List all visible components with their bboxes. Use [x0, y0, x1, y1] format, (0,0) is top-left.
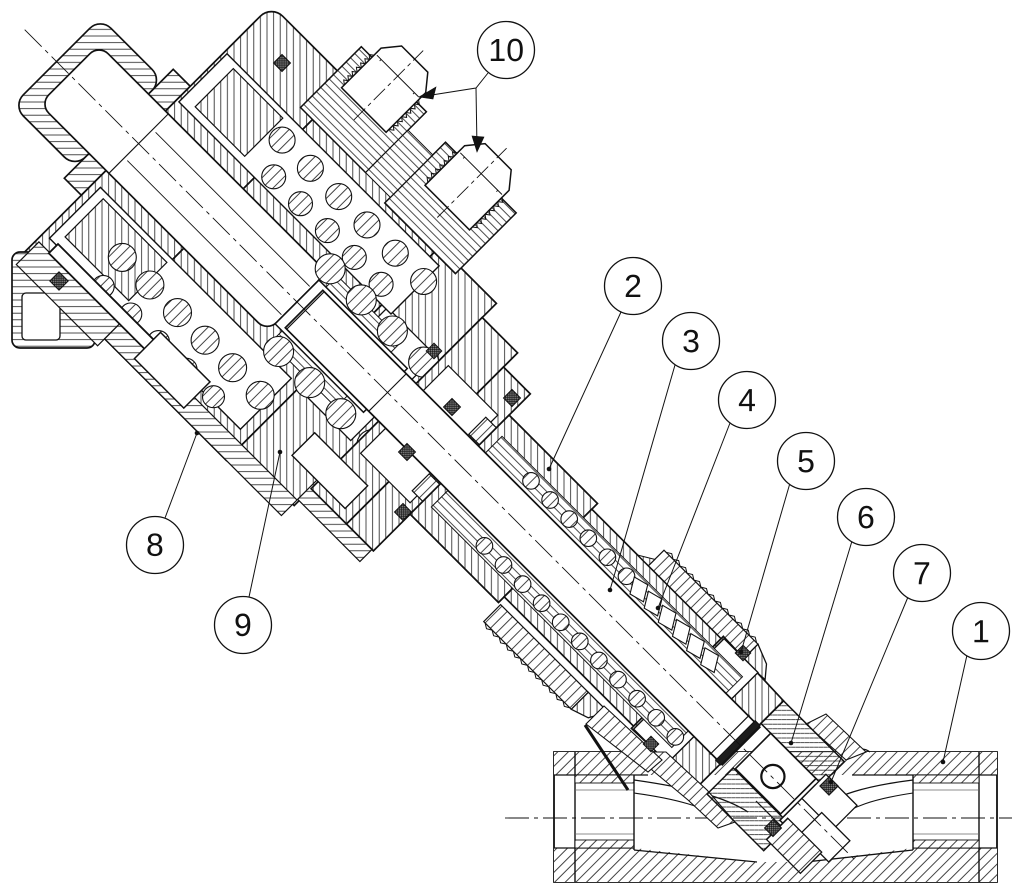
svg-text:3: 3 [682, 323, 700, 359]
svg-text:6: 6 [857, 499, 875, 535]
svg-text:4: 4 [738, 382, 756, 418]
svg-text:10: 10 [488, 32, 524, 68]
svg-text:8: 8 [146, 527, 164, 563]
svg-text:7: 7 [913, 555, 931, 591]
svg-text:2: 2 [624, 268, 642, 304]
svg-text:1: 1 [972, 613, 990, 649]
svg-text:9: 9 [234, 607, 252, 643]
svg-text:5: 5 [797, 443, 815, 479]
